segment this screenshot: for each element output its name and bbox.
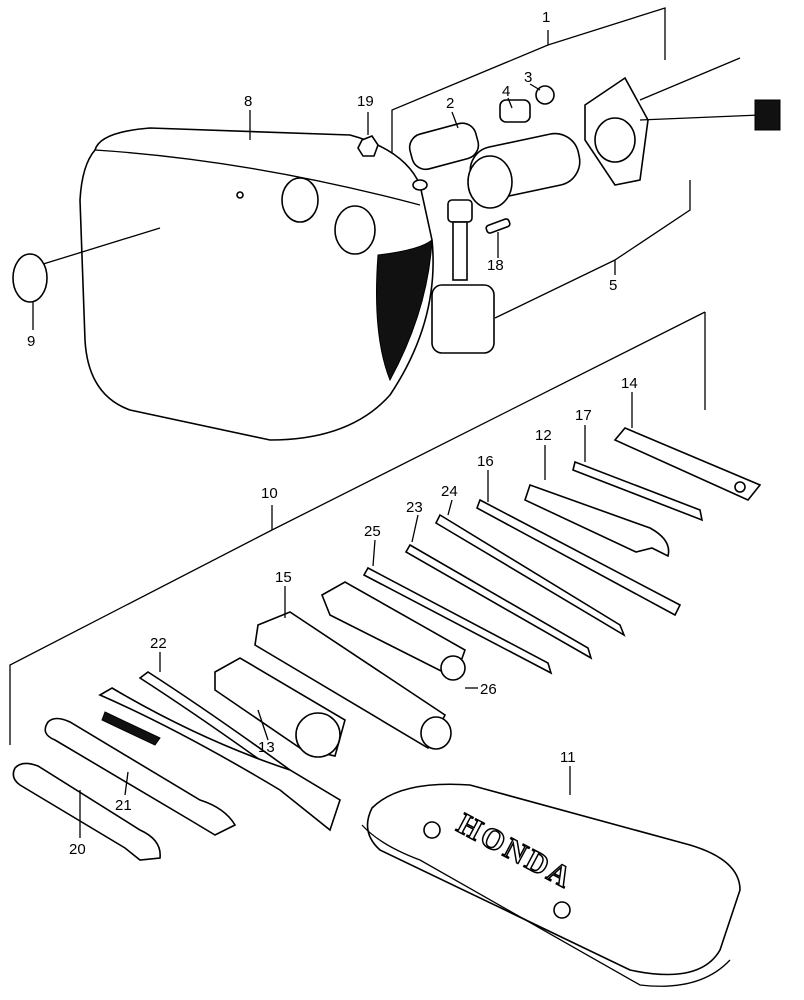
group-bracket-1 — [391, 7, 666, 160]
tool-13 — [214, 657, 346, 758]
tool-14 — [613, 427, 762, 501]
tool-26 — [320, 581, 466, 681]
callout-21: 21 — [115, 797, 132, 814]
callout-labels: 1 2 3 4 5 8 9 10 11 12 13 14 15 16 17 18… — [27, 9, 638, 858]
callout-15: 15 — [275, 569, 292, 586]
tool-21 — [44, 717, 237, 836]
nut — [357, 135, 379, 157]
tool-25 — [362, 566, 553, 675]
callout-13: 13 — [258, 739, 275, 756]
callout-25: 25 — [364, 523, 381, 540]
knob-screw — [12, 227, 161, 303]
callout-4: 4 — [502, 83, 510, 100]
callout-8: 8 — [244, 93, 252, 110]
callout-3: 3 — [524, 69, 532, 86]
callout-14: 14 — [621, 375, 638, 392]
tool-12 — [524, 483, 670, 558]
callout-12: 12 — [535, 427, 552, 444]
callout-16: 16 — [477, 453, 494, 470]
callout-19: 19 — [357, 93, 374, 110]
callout-9: 9 — [27, 333, 35, 350]
tool-17 — [572, 460, 704, 522]
callout-11: 11 — [560, 749, 576, 766]
callout-26: 26 — [480, 681, 497, 698]
callout-22: 22 — [150, 635, 167, 652]
callout-1: 1 — [542, 9, 550, 26]
callout-10: 10 — [261, 485, 278, 502]
tool-bag: HONDA — [361, 783, 741, 987]
callout-23: 23 — [406, 499, 423, 516]
callout-24: 24 — [441, 483, 458, 500]
callout-2: 2 — [446, 95, 454, 112]
callout-18: 18 — [487, 257, 504, 274]
tool-23 — [404, 543, 593, 660]
side-cover — [79, 127, 434, 441]
screw — [485, 218, 511, 234]
tool-16 — [476, 498, 682, 617]
callout-5: 5 — [609, 277, 617, 294]
callout-20: 20 — [69, 841, 86, 858]
lock-assembly — [408, 57, 781, 281]
tool-24 — [434, 513, 626, 637]
group-bracket-10 — [9, 311, 706, 745]
tool-22 — [98, 671, 341, 832]
leader-lines — [32, 83, 633, 838]
rubber-cap — [431, 284, 495, 354]
callout-17: 17 — [575, 407, 592, 424]
tool-20 — [12, 762, 161, 861]
group-bracket-5 — [494, 180, 691, 319]
